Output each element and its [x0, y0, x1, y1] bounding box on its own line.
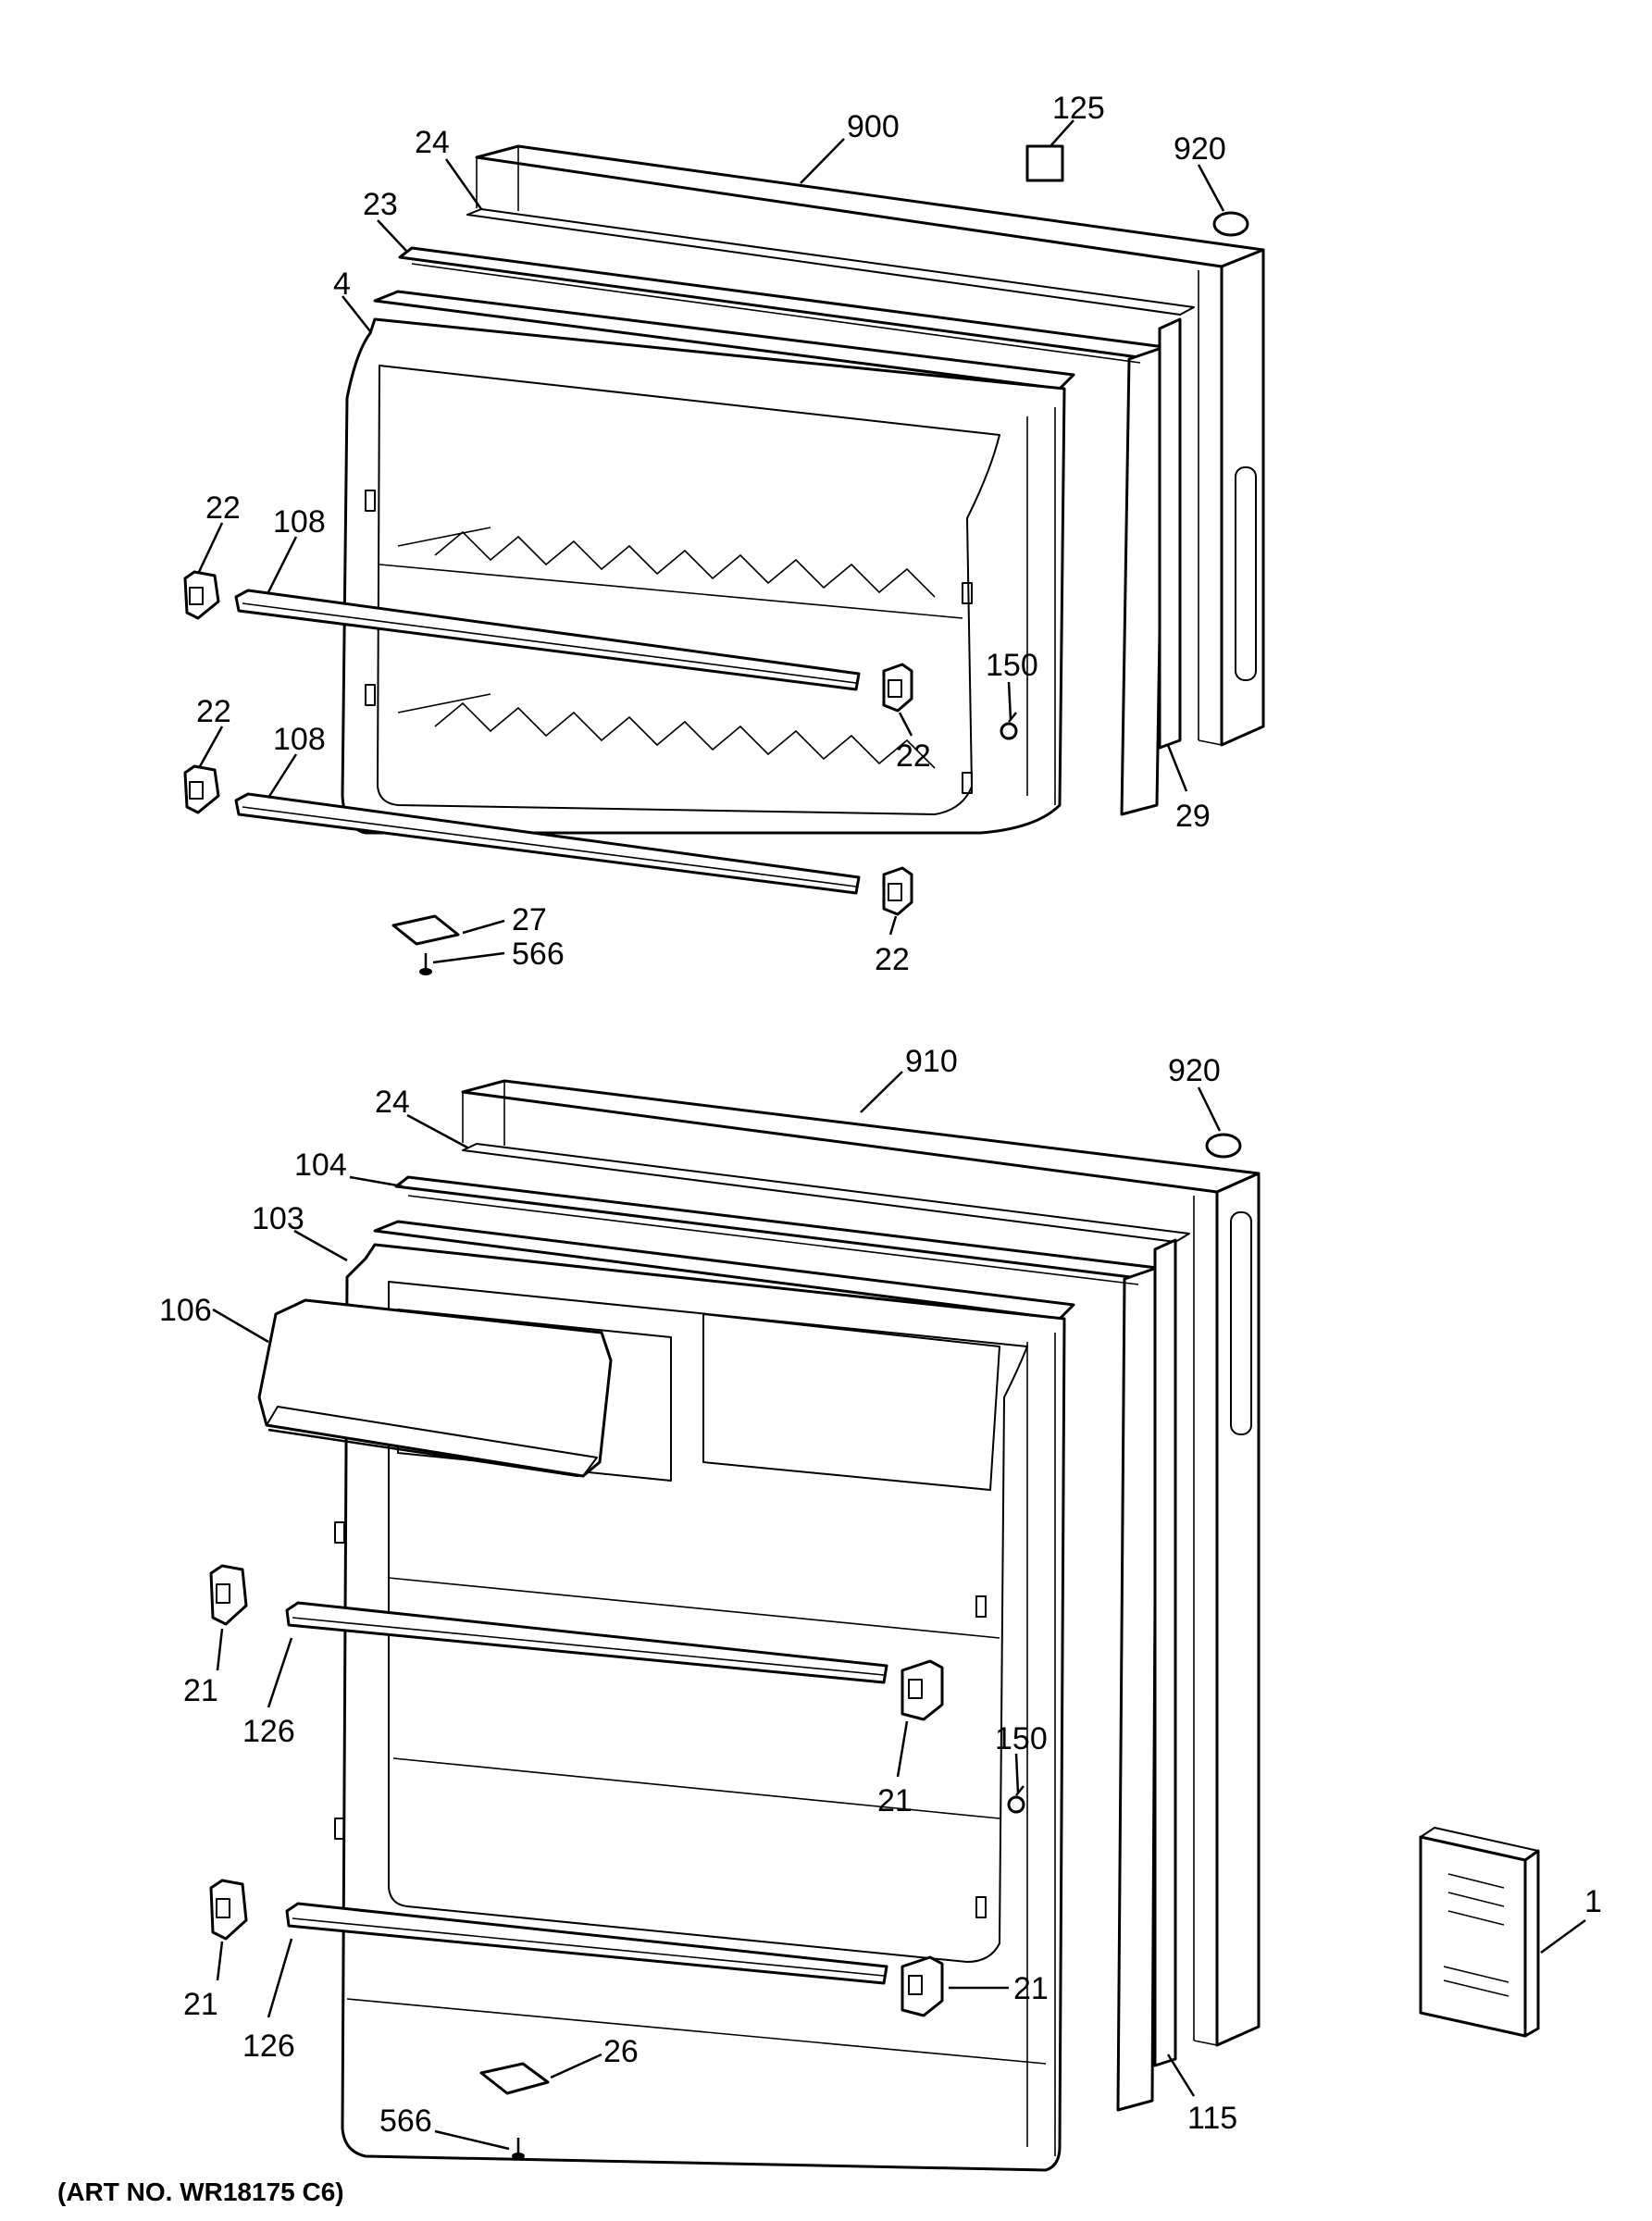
freezer-gasket-strip-24 [466, 208, 1195, 316]
callout-566: 566 [512, 937, 565, 972]
art-number: (ART NO. WR18175 C6) [57, 2178, 344, 2206]
callout-26: 26 [603, 2034, 639, 2069]
callout-910: 910 [905, 1044, 958, 1079]
freezer-screw-566 [419, 953, 432, 975]
freezer-shelf-cap-lower-right [882, 866, 913, 916]
callout-108-lower: 108 [273, 722, 326, 757]
freezer-breaker-strip-29 [1158, 317, 1182, 750]
callout-106: 106 [159, 1293, 212, 1328]
callout-21-upper-right: 21 [877, 1783, 913, 1818]
callout-1: 1 [1584, 1884, 1602, 1919]
callout-150b: 150 [995, 1721, 1048, 1756]
freezer-hinge-plate-27 [391, 914, 460, 946]
callout-900: 900 [847, 109, 900, 144]
callout-104: 104 [294, 1148, 347, 1183]
fresh-food-outer-door-panel [461, 1079, 1261, 2047]
fresh-food-door-gasket-104 [394, 1175, 1159, 2112]
freezer-shelf-ribs [434, 530, 936, 769]
callout-22-lower-left: 22 [196, 694, 231, 729]
freezer-outer-door-panel [475, 144, 1265, 747]
fresh-food-screw-150 [1007, 1785, 1025, 1814]
freezer-plug-920 [1212, 211, 1249, 237]
dairy-compartment-106 [257, 1298, 613, 1478]
fresh-food-shelf-cap-lower-left [209, 1879, 248, 1941]
callout-29: 29 [1175, 799, 1211, 834]
freezer-door-assembly [183, 119, 1265, 975]
freezer-inner-door-liner-4 [341, 290, 1075, 835]
fresh-food-leader-lines [212, 1071, 1586, 2151]
callout-108-upper: 108 [273, 504, 326, 540]
callout-21-upper-left: 21 [183, 1673, 218, 1708]
callout-24: 24 [415, 125, 450, 160]
callout-22-upper-left: 22 [205, 490, 241, 526]
callout-24b: 24 [375, 1085, 410, 1120]
fresh-food-shelf-cap-upper-right [901, 1659, 944, 1721]
callout-126-upper: 126 [242, 1714, 295, 1749]
fresh-food-shelf-bar-upper [285, 1601, 888, 1684]
fresh-food-shelf-cap-lower-right [901, 1955, 944, 2017]
fresh-food-breaker-strip-115 [1153, 1238, 1177, 2067]
callout-23: 23 [363, 187, 398, 222]
callout-125: 125 [1052, 91, 1105, 126]
callout-920b: 920 [1168, 1053, 1221, 1088]
callout-115: 115 [1187, 2101, 1237, 2136]
callout-4: 4 [333, 267, 351, 302]
freezer-shelf-cap-lower-left [183, 764, 220, 814]
callout-21-lower-left: 21 [183, 1987, 218, 2022]
callout-27: 27 [512, 902, 547, 937]
freezer-screw-150 [1000, 712, 1018, 740]
fresh-food-shelf-cap-upper-left [209, 1564, 248, 1626]
fresh-food-door-assembly [209, 1071, 1586, 2172]
handle-cap-125 [1025, 144, 1064, 182]
fresh-food-plug-920 [1205, 1133, 1242, 1159]
freezer-callout-labels: 900 125 920 24 23 4 22 108 22 108 150 22… [196, 91, 1226, 977]
fresh-food-gasket-strip-24 [462, 1143, 1190, 1243]
callout-150: 150 [986, 648, 1038, 683]
freezer-leader-lines [197, 119, 1225, 964]
callout-22-lower-right: 22 [875, 942, 910, 977]
callout-103: 103 [252, 1201, 304, 1236]
freezer-shelf-cap-upper-left [183, 570, 220, 620]
freezer-shelf-bar-lower [234, 792, 861, 895]
freezer-shelf-bar-upper [234, 589, 861, 691]
freezer-shelf-cap-upper-right [882, 663, 913, 713]
fresh-food-shelf-bar-lower [285, 1902, 888, 1985]
owners-manual-1 [1419, 1827, 1540, 2038]
callout-21-lower-right: 21 [1013, 1971, 1049, 2006]
fresh-food-callout-labels: 910 920 24 104 103 106 21 126 21 150 21 … [159, 1044, 1602, 2139]
callout-126-lower: 126 [242, 2029, 295, 2064]
fresh-food-screw-566 [512, 2138, 525, 2160]
callout-920: 920 [1174, 131, 1226, 167]
callout-22-upper-right: 22 [896, 738, 931, 774]
callout-566b: 566 [379, 2103, 432, 2139]
fresh-food-hinge-plate-26 [479, 2062, 550, 2095]
